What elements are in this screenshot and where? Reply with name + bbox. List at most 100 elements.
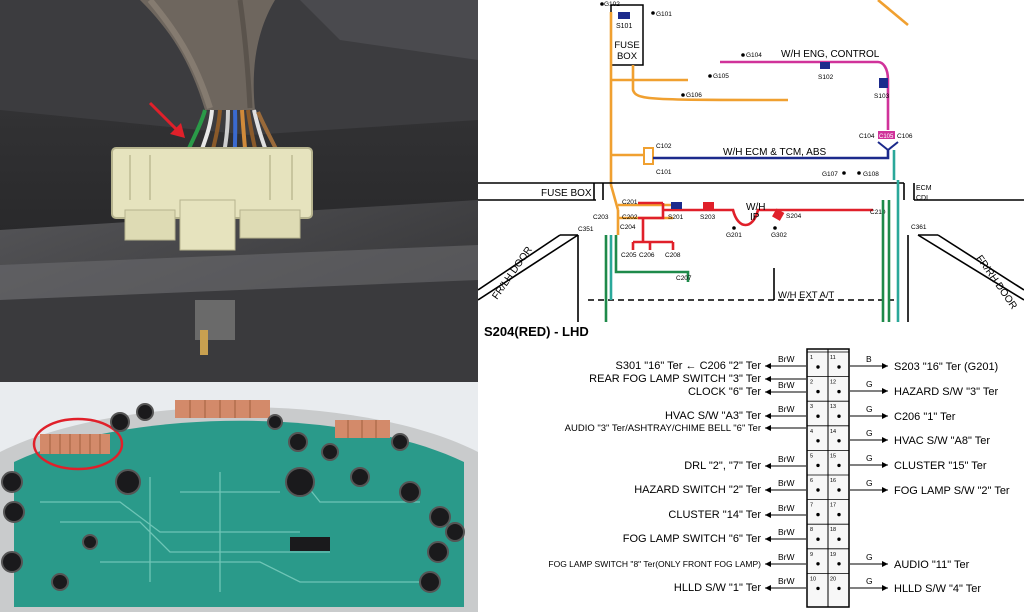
pin-dot	[837, 488, 841, 492]
left-row-arrow	[765, 512, 771, 518]
left-row-label: CLUSTER "14" Ter	[668, 509, 761, 521]
left-row-label: S301 "16" Ter ← C206 "2" Ter	[616, 360, 762, 372]
ref-c201: C201	[622, 199, 638, 206]
pin-dot	[816, 389, 820, 394]
ref-s203: S203	[700, 214, 716, 221]
pin-dot	[837, 463, 841, 468]
harness-ext-label: W/H EXT A/T	[778, 290, 835, 301]
left-wire-color: BrW	[778, 478, 795, 488]
pin-dot	[837, 537, 841, 541]
right-wire-color: G	[866, 428, 873, 438]
right-row-label: S203 "16" Ter (G201)	[894, 361, 998, 373]
pin-dot	[837, 439, 841, 443]
ref-s103: S103	[874, 93, 890, 100]
pin-dot	[816, 439, 820, 443]
pin-number-right: 17	[830, 503, 836, 509]
left-row-arrow	[765, 487, 771, 493]
pinout-title: S204(RED) - LHD	[484, 324, 589, 339]
red-circle-annotation	[32, 417, 124, 471]
pin-dot	[837, 365, 841, 369]
wiring-diagram: S101 FUSE BOX G102 G101 W/H ENG, CONTROL…	[478, 0, 1024, 322]
pin-dot	[816, 365, 820, 369]
right-row-label: AUDIO "11" Ter	[894, 559, 970, 571]
harness-eng-label: W/H ENG, CONTROL	[781, 49, 880, 60]
pcb-connector-blocks	[40, 400, 390, 454]
right-wire-color: G	[866, 453, 873, 463]
right-wire-color: G	[866, 404, 873, 414]
pin-number-right: 14	[830, 429, 836, 435]
green-wires	[604, 200, 891, 322]
left-wire-color: BrW	[778, 576, 795, 586]
left-row-label: HLLD S/W "1" Ter	[674, 582, 761, 594]
ref-c105: C105	[879, 134, 894, 140]
ref-c204: C204	[620, 224, 636, 231]
pin-number-right: 20	[830, 576, 836, 582]
pin-dot	[816, 414, 820, 418]
left-row-arrow	[765, 413, 771, 419]
right-row-arrow	[882, 561, 888, 567]
ecm-label: ECM	[916, 185, 932, 192]
pin-number-left: 5	[810, 453, 813, 459]
body-frame-lines	[478, 182, 1024, 322]
left-wire-color: BrW	[778, 503, 795, 513]
fuse-box-top-label-2: BOX	[617, 51, 638, 62]
right-row-arrow	[882, 413, 888, 419]
left-row-arrow	[765, 389, 771, 395]
pin-number-left: 3	[810, 404, 813, 410]
left-row-label: REAR FOG LAMP SWITCH "3" Ter	[589, 373, 761, 385]
left-row-arrow	[765, 585, 771, 591]
pcb-board	[14, 420, 464, 607]
pin-number-left: 2	[810, 380, 813, 386]
cdl-label: CDL	[916, 195, 930, 202]
pin-number-right: 13	[830, 404, 836, 410]
ref-c210: C210	[870, 209, 886, 216]
harness-ip-label-1: W/H	[746, 202, 765, 213]
pin-number-right: 15	[830, 453, 836, 459]
pin-number-right: 19	[830, 552, 836, 558]
pin-dot	[816, 537, 820, 541]
pin-number-left: 7	[810, 503, 813, 509]
left-wire-color: BrW	[778, 454, 795, 464]
right-row-arrow	[882, 437, 888, 443]
left-row-arrow	[765, 363, 771, 369]
right-row-arrow	[882, 388, 888, 394]
right-wire-color: G	[866, 478, 873, 488]
ref-g107: G107	[822, 171, 838, 178]
red-wire	[631, 201, 873, 250]
ref-g104: G104	[746, 52, 762, 59]
ref-c101: C101	[656, 169, 672, 176]
left-wire-color: BrW	[778, 380, 795, 390]
right-row-arrow	[882, 585, 888, 591]
connector-photo-drawing	[0, 0, 478, 382]
right-row-label: FOG LAMP S/W "2" Ter	[894, 485, 1010, 497]
fuse-box-top-label-1: FUSE	[614, 40, 639, 51]
ref-c205: C205	[621, 252, 637, 259]
ref-s204: S204	[786, 213, 802, 220]
ref-s102: S102	[818, 74, 834, 81]
ref-c203: C203	[593, 214, 609, 221]
teal-wires	[609, 150, 900, 322]
pin-dot	[837, 562, 841, 566]
right-row-arrow	[882, 363, 888, 369]
ref-g102: G102	[604, 1, 620, 8]
pin-dot	[837, 512, 841, 517]
pin-number-left: 9	[810, 552, 813, 558]
right-row-label: C206 "1" Ter	[894, 411, 956, 423]
left-wire-color: BrW	[778, 404, 795, 414]
right-wire-color: G	[866, 552, 873, 562]
right-row-arrow	[882, 487, 888, 493]
pin-dot	[837, 414, 841, 418]
pin-number-right: 18	[830, 527, 836, 533]
left-row-arrow	[765, 561, 771, 567]
pin-number-left: 1	[810, 355, 813, 361]
pin-number-left: 6	[810, 478, 813, 484]
ref-g108: G108	[863, 171, 879, 178]
ref-c361: C361	[911, 224, 927, 231]
pin-number-right: 11	[830, 355, 836, 361]
right-row-label: HVAC S/W "A8" Ter	[894, 435, 990, 447]
ref-c351: C351	[578, 226, 594, 233]
pin-dot	[816, 586, 820, 591]
ref-c208: C208	[665, 252, 681, 259]
